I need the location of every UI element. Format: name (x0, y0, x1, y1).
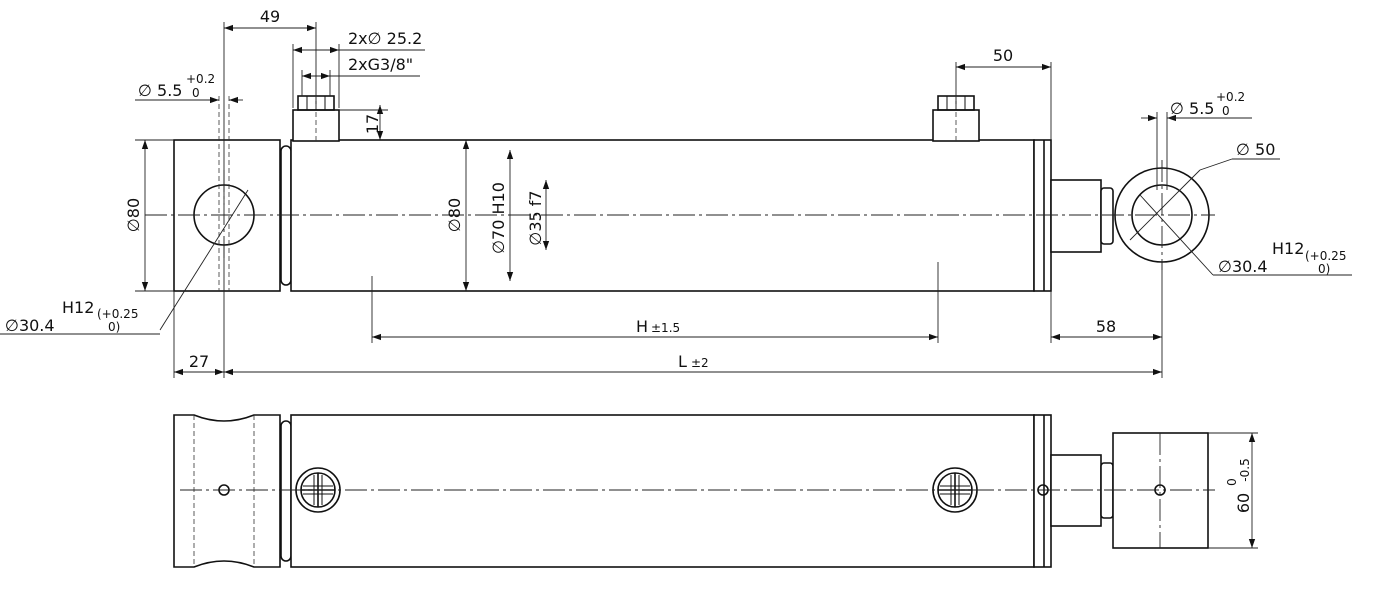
dim-rod: ∅35 f7 (526, 190, 545, 245)
dim-body-dia-left: ∅80 (124, 198, 143, 232)
dim-h-tol: ±1.5 (651, 321, 680, 335)
top-view: 60 0 -0.5 (173, 414, 1258, 568)
dim-bore-left: ∅30.4 (5, 316, 55, 335)
dim-h: H (636, 317, 648, 336)
dim-27: 27 (189, 352, 209, 371)
front-view (145, 95, 1215, 331)
dim-49: 49 (260, 7, 280, 26)
dim-bore-left-tol-up: (+0.25 (97, 307, 138, 321)
dim-pin-right-tol-low: 0 (1222, 104, 1230, 118)
dim-bore-right-tol-up: (+0.25 (1305, 249, 1346, 263)
dim-pin-right: ∅ 5.5 (1170, 99, 1214, 118)
dim-pin-right-tol-up: +0.2 (1216, 90, 1245, 104)
left-groove (280, 145, 292, 286)
end-cap (1033, 139, 1052, 292)
rod-neck (1100, 187, 1114, 245)
dim-ports-dia: 2x∅ 25.2 (348, 29, 422, 48)
dim-l-tol: ±2 (691, 356, 709, 370)
dim-bore-left-fit: H12 (62, 298, 94, 317)
dim-bore-right-tol-low: 0) (1318, 262, 1330, 276)
front-dimensions: 49 2x∅ 25.2 2xG3/8" 17 ∅ 5.5 +0.2 0 50 (0, 7, 1352, 378)
dim-pin-left-tol-up: +0.2 (186, 72, 215, 86)
dim-width-tol-low: -0.5 (1238, 458, 1252, 481)
dim-bore-left-tol-low: 0) (108, 320, 120, 334)
dim-17: 17 (363, 114, 382, 134)
dim-pin-left-tol-low: 0 (192, 86, 200, 100)
dim-body-dia-mid: ∅80 (445, 198, 464, 232)
gland (1050, 179, 1102, 253)
dim-pin-left: ∅ 5.5 (138, 81, 182, 100)
dim-l: L (678, 352, 687, 371)
dim-bore-right-fit: H12 (1272, 239, 1304, 258)
cylinder-tube (290, 139, 1035, 292)
left-clevis (173, 139, 281, 292)
dim-50: 50 (993, 46, 1013, 65)
dim-bore: ∅70 H10 (489, 182, 508, 254)
dim-width: 60 (1234, 493, 1253, 513)
dim-width-tol-up: 0 (1225, 478, 1239, 486)
dim-bore-right: ∅30.4 (1218, 257, 1268, 276)
top-rod-eye (1112, 432, 1209, 549)
top-clevis (173, 414, 281, 568)
dim-eye-dia: ∅ 50 (1236, 140, 1275, 159)
top-tube (290, 414, 1035, 568)
dim-58: 58 (1096, 317, 1116, 336)
dim-ports-thread: 2xG3/8" (348, 55, 413, 74)
